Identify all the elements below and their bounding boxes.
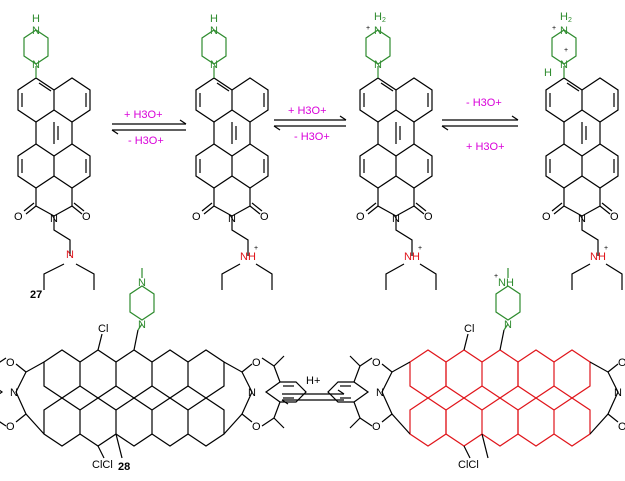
- carbonyl-o-right: O: [260, 211, 269, 223]
- amine-plus-charge: +: [604, 245, 608, 252]
- protonation-equilibrium-arrow: H+: [281, 375, 345, 405]
- carbonyl-o-left: O: [356, 211, 365, 223]
- carbonyl-o-right: O: [424, 211, 433, 223]
- carbonyl-o-tr: O: [252, 357, 261, 369]
- compound-label-27: 27: [30, 289, 42, 301]
- piperazine-n-plus-charge: +: [564, 47, 568, 54]
- carbonyl-o-right: O: [610, 211, 619, 223]
- piperazine-n-atom: N: [374, 59, 382, 71]
- equilibrium-arrow-3: - H3O+ + H3O+: [441, 97, 519, 153]
- arrow-1-forward-condition: + H3O+: [124, 109, 163, 121]
- piperazine-nh2-atom: N: [560, 25, 568, 37]
- bay-cl-bottom-left: ClCl: [458, 459, 479, 471]
- carbonyl-o-left: O: [542, 211, 551, 223]
- carbonyl-o-br: O: [618, 421, 625, 433]
- amine-plus-charge: +: [418, 245, 422, 252]
- arrow-reagent-h: H+: [306, 375, 320, 387]
- piperazine-nh-atom: N: [210, 25, 218, 37]
- carbonyl-o-br: O: [252, 421, 261, 433]
- bay-cl-bottom-left: ClCl: [92, 459, 113, 471]
- amine-plus-charge: +: [254, 245, 258, 252]
- protonated-amine-nh: NH: [240, 251, 256, 263]
- molecule-27-diprotonated: N N H 2 + O O N NH +: [356, 11, 437, 290]
- piperazine-h2-subscript: 2: [382, 17, 386, 24]
- arrow-2-reverse-condition: - H3O+: [294, 131, 330, 143]
- piperazine-n-h-atom: H: [544, 67, 552, 79]
- piperazine-h2-atom: H: [560, 11, 568, 23]
- carbonyl-o-tl: O: [6, 357, 15, 369]
- carbonyl-o-bl: O: [6, 421, 15, 433]
- imide-n-left: N: [376, 387, 384, 399]
- arrow-3-forward-condition: - H3O+: [466, 97, 502, 109]
- imide-n-left: N: [10, 387, 18, 399]
- molecule-27-neutral: N N H O O N N: [14, 13, 95, 290]
- equilibrium-arrow-1: + H3O+ - H3O+: [111, 109, 187, 147]
- tertiary-amine-n-atom: N: [66, 249, 74, 261]
- imide-n-right: N: [248, 387, 256, 399]
- molecule-27-tail-protonated: N N H O O N NH +: [192, 13, 273, 290]
- arrow-3-reverse-condition: + H3O+: [466, 141, 505, 153]
- piperazine-h-atom: H: [32, 13, 40, 25]
- equilibrium-arrow-2: + H3O+ - H3O+: [273, 105, 347, 143]
- piperazine-n-atom: N: [32, 59, 40, 71]
- compound-label-28: 28: [118, 461, 130, 473]
- arrow-2-forward-condition: + H3O+: [288, 105, 327, 117]
- bay-cl-top: Cl: [464, 323, 474, 335]
- molecule-27-triprotonated: N H + N H 2 + O O N NH +: [542, 11, 623, 290]
- protonated-amine-nh: NH: [590, 251, 606, 263]
- carbonyl-o-left: O: [14, 211, 23, 223]
- piperazine-nh2-atom: N: [374, 25, 382, 37]
- bay-cl-top: Cl: [98, 323, 108, 335]
- arrow-1-reverse-condition: - H3O+: [128, 135, 164, 147]
- piperazine-plus-charge: +: [366, 25, 370, 32]
- piperazine-h2-atom: H: [374, 11, 382, 23]
- piperazine-n-atom: N: [560, 59, 568, 71]
- piperazine-plus-charge: +: [494, 273, 498, 280]
- carbonyl-o-tr: O: [618, 357, 625, 369]
- carbonyl-o-tl: O: [372, 357, 381, 369]
- piperazine-nh-atom: N: [32, 25, 40, 37]
- imide-n-atom: N: [392, 213, 400, 225]
- piperazine-n-bottom: N: [138, 319, 146, 331]
- imide-n-atom: N: [578, 213, 586, 225]
- piperazine-n-bottom: N: [504, 319, 512, 331]
- piperazine-h2-subscript: 2: [568, 17, 572, 24]
- piperazine-plus-charge: +: [552, 25, 556, 32]
- molecule-28-neutral: Cl ClCl N N O O O O N N: [0, 268, 307, 471]
- protonated-amine-nh: NH: [404, 251, 420, 263]
- carbonyl-o-right: O: [82, 211, 91, 223]
- piperazine-h-atom: H: [210, 13, 218, 25]
- imide-n-right: N: [614, 387, 622, 399]
- carbonyl-o-left: O: [192, 211, 201, 223]
- carbonyl-o-bl: O: [372, 421, 381, 433]
- imide-n-atom: N: [50, 213, 58, 225]
- piperazine-n-atom: N: [210, 59, 218, 71]
- imide-n-atom: N: [228, 213, 236, 225]
- piperazine-n-top: N: [138, 277, 146, 289]
- piperazine-nh-top: NH: [498, 277, 514, 289]
- molecule-28-protonated: Cl ClCl N N O O O O N NH +: [327, 268, 625, 471]
